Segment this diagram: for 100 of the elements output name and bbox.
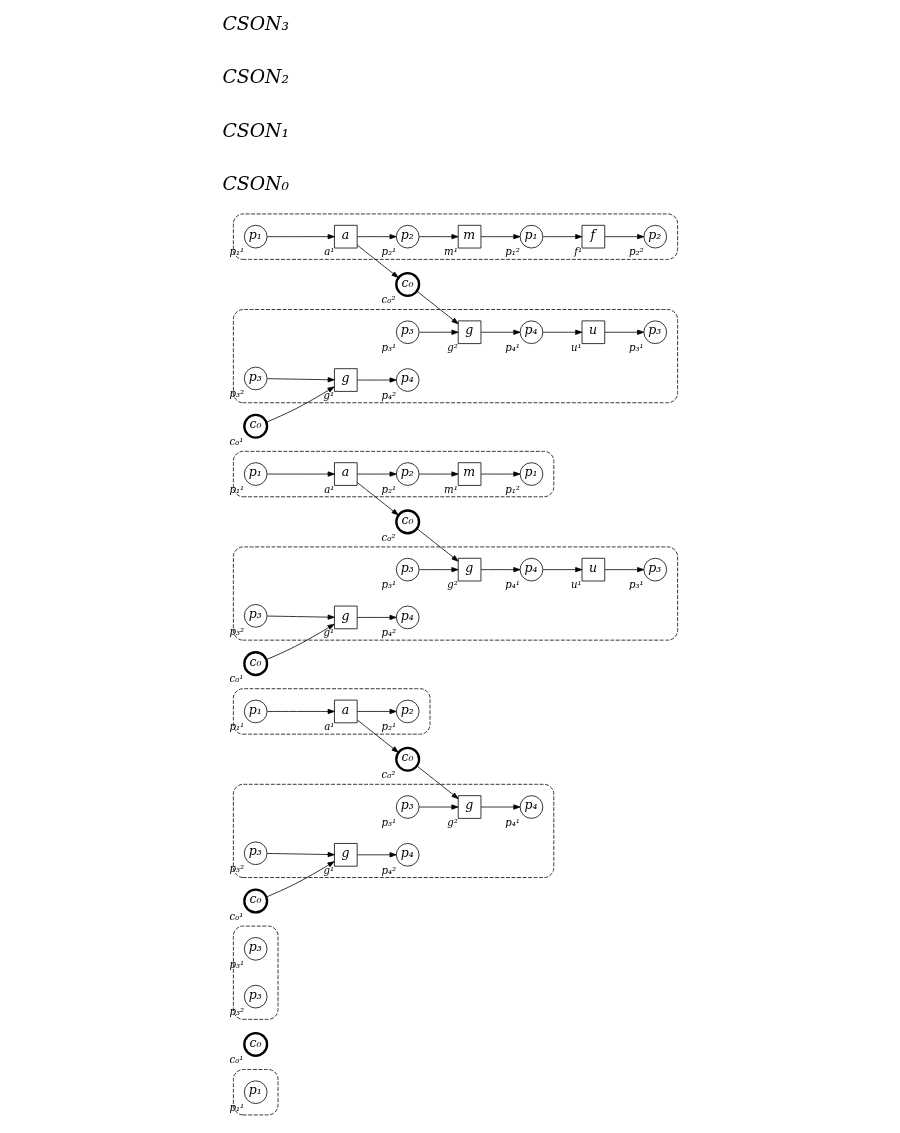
node-circle: p₄ xyxy=(519,795,544,819)
node-circle: p₃ xyxy=(243,937,268,961)
node-circle: p₄ xyxy=(519,557,544,582)
node-box: g xyxy=(457,320,482,344)
node-circle: p₁ xyxy=(243,699,268,724)
node-label: p₂¹ xyxy=(381,483,397,495)
arrow xyxy=(604,234,645,240)
arrow xyxy=(416,528,459,562)
arrow xyxy=(357,234,397,240)
node-label: c₀¹ xyxy=(229,435,244,447)
node-circle: c₀ xyxy=(395,746,421,772)
node-label: p₂¹ xyxy=(381,246,397,258)
node-label: g¹ xyxy=(323,389,335,401)
node-box: g xyxy=(457,557,482,582)
node-label: p₄² xyxy=(381,864,397,876)
node-label: p₂² xyxy=(629,246,644,258)
node-label: p₄¹ xyxy=(505,816,520,828)
node-label: p₄² xyxy=(381,389,397,401)
node-label: c₀² xyxy=(381,531,396,543)
node-circle: p₃ xyxy=(643,320,667,344)
node-box: g xyxy=(334,605,358,630)
arrow xyxy=(266,614,335,620)
node-box: a xyxy=(334,699,358,724)
arrow xyxy=(357,471,397,477)
node-label: a¹ xyxy=(324,721,335,733)
node-label: f¹ xyxy=(574,246,583,258)
node-circle: p₄ xyxy=(395,605,420,630)
label: CSON₁ xyxy=(222,119,290,141)
node-label: p₃¹ xyxy=(381,341,397,353)
node-box: g xyxy=(334,843,358,867)
arrow xyxy=(266,851,335,858)
node-label: p₄¹ xyxy=(505,341,520,353)
arrow xyxy=(357,708,397,715)
node-circle: p₂ xyxy=(395,462,420,486)
node-label: p₁¹ xyxy=(229,246,245,258)
arrow xyxy=(418,471,459,477)
arrow xyxy=(480,567,521,573)
label: CSON₂ xyxy=(222,66,290,88)
node-circle: p₃ xyxy=(243,366,268,391)
node-label: a¹ xyxy=(324,246,335,258)
node-label: g¹ xyxy=(323,864,335,876)
arrow xyxy=(416,290,459,325)
node-circle: p₃ xyxy=(643,557,667,582)
node-circle: c₀ xyxy=(395,509,421,535)
arrow xyxy=(418,567,459,573)
arrow xyxy=(266,234,335,240)
node-circle: p₃ xyxy=(395,320,420,344)
arrow xyxy=(357,852,397,858)
node-label: p₂¹ xyxy=(381,721,397,733)
arrow xyxy=(542,329,583,335)
node-box: u xyxy=(581,320,606,344)
node-box: m xyxy=(457,224,482,249)
node-label: m¹ xyxy=(444,483,458,495)
node-label: u¹ xyxy=(571,579,582,591)
node-label: p₁² xyxy=(505,483,520,495)
arrow xyxy=(480,471,521,477)
node-label: p₃² xyxy=(229,1006,245,1018)
node-circle: c₀ xyxy=(395,271,421,297)
node-circle: p₄ xyxy=(519,320,544,344)
arrow xyxy=(418,804,459,810)
node-circle: c₀ xyxy=(243,1031,269,1057)
node-box: u xyxy=(581,557,606,582)
node-label: p₃² xyxy=(229,625,245,637)
node-label: u¹ xyxy=(571,341,582,353)
arrow xyxy=(357,244,399,278)
node-circle: p₃ xyxy=(243,984,268,1009)
node-circle: p₄ xyxy=(395,368,420,392)
node-box: a xyxy=(334,462,358,486)
node-label: c₀² xyxy=(381,768,396,780)
node-circle: p₁ xyxy=(243,462,268,486)
node-label: p₃¹ xyxy=(381,816,397,828)
node-label: p₁¹ xyxy=(229,483,245,495)
arrow xyxy=(542,567,583,573)
arrow xyxy=(266,708,335,715)
node-label: p₁² xyxy=(505,246,520,258)
node-circle: c₀ xyxy=(243,413,269,439)
arrow xyxy=(542,234,583,240)
node-label: p₃¹ xyxy=(381,579,397,591)
node-circle: p₂ xyxy=(395,699,420,724)
node-circle: p₂ xyxy=(395,224,420,249)
node-label: p₃² xyxy=(229,862,245,874)
arrow xyxy=(357,614,397,620)
node-box: g xyxy=(457,795,482,819)
node-label: g² xyxy=(447,816,458,828)
arrow xyxy=(418,329,459,335)
node-circle: p₁ xyxy=(243,224,268,249)
arrow xyxy=(357,482,399,516)
node-label: g² xyxy=(447,341,458,353)
node-circle: p₂ xyxy=(643,224,667,249)
arrow xyxy=(266,861,335,898)
node-label: p₄¹ xyxy=(505,579,520,591)
arrow xyxy=(418,234,459,240)
node-circle: p₃ xyxy=(243,604,268,628)
node-label: c₀¹ xyxy=(229,910,244,922)
node-label: p₃¹ xyxy=(629,341,644,353)
arrow xyxy=(357,719,399,753)
node-label: c₀¹ xyxy=(229,673,244,685)
node-label: p₄² xyxy=(381,627,397,639)
arrow xyxy=(480,804,521,810)
arrow xyxy=(266,623,335,660)
